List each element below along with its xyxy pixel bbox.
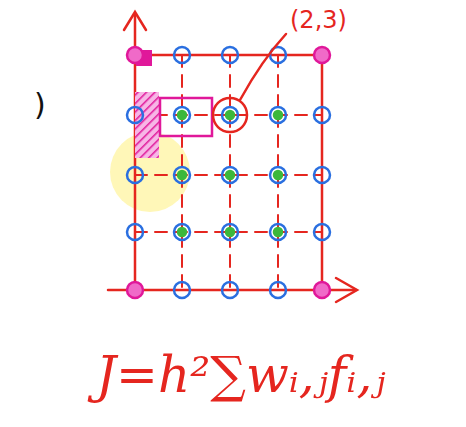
cell-box	[160, 98, 212, 136]
leader-line	[240, 34, 286, 100]
grid-point	[314, 47, 330, 63]
grid-point	[127, 167, 143, 183]
axes	[108, 12, 357, 302]
grid-point	[226, 228, 234, 236]
grid-point	[127, 224, 143, 240]
grid-point	[226, 171, 234, 179]
hatched-cell	[135, 92, 159, 158]
grid-point	[174, 167, 190, 183]
grid-point	[222, 47, 238, 63]
grid-point	[174, 282, 190, 298]
grid-point	[274, 228, 282, 236]
point-label: (2,3)	[290, 8, 347, 32]
grid-point	[270, 282, 286, 298]
grid-lines	[135, 55, 322, 290]
grid-point	[274, 171, 282, 179]
grid-point	[270, 107, 286, 123]
grid-point	[178, 228, 186, 236]
grid-point	[314, 167, 330, 183]
point-circle	[213, 98, 247, 132]
grid-point	[174, 47, 190, 63]
grid-point	[270, 167, 286, 183]
grid-point	[222, 167, 238, 183]
grid-point	[174, 224, 190, 240]
grid-point	[222, 107, 238, 123]
grid-point	[127, 107, 143, 123]
grid-point	[314, 282, 330, 298]
grid-point	[222, 224, 238, 240]
grid-point	[174, 107, 190, 123]
formula: J=h²∑wᵢ,ⱼfᵢ,ⱼ	[96, 350, 386, 400]
grid-point	[178, 111, 186, 119]
grid-point	[274, 111, 282, 119]
grid-point	[270, 224, 286, 240]
grid-point	[222, 282, 238, 298]
grid-point	[127, 47, 143, 63]
grid-point	[127, 282, 143, 298]
grid-point	[178, 171, 186, 179]
grid-point	[314, 107, 330, 123]
grid-point	[226, 111, 234, 119]
grid-points	[127, 47, 330, 298]
grid-point	[314, 224, 330, 240]
bracket-text: )	[34, 90, 46, 120]
